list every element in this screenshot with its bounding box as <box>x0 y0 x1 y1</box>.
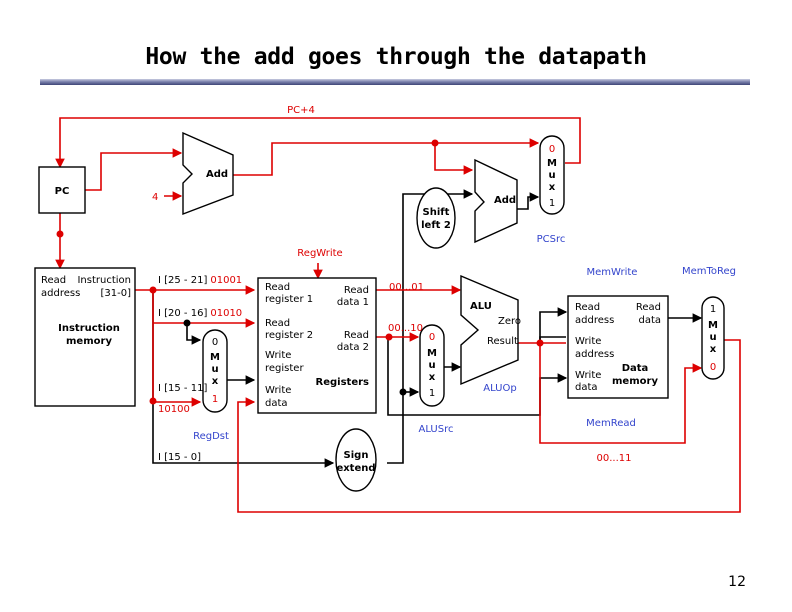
shift-left-line1: Shift <box>423 207 450 218</box>
svg-text:M: M <box>547 158 557 169</box>
reg-write-data-a: Write <box>265 385 291 396</box>
dmem-write-data-1: Write <box>575 370 601 381</box>
imem-instruction-2: [31-0] <box>101 288 132 299</box>
imem-name-1: Instruction <box>58 323 120 334</box>
pc-adder-label: Add <box>206 169 228 180</box>
title-underline <box>40 79 750 85</box>
memtoreg-mux-input-1: 1 <box>710 304 716 315</box>
imem-read-address-2: address <box>41 288 80 299</box>
rd-field-value: 10100 <box>158 404 190 415</box>
regwrite-label: RegWrite <box>297 248 342 259</box>
dmem-read-data-2: data <box>638 315 661 326</box>
alusrc-mux-input-0: 0 <box>429 332 435 343</box>
sign-extend: Sign extend <box>335 428 377 492</box>
reg-read-data-2a: Read <box>344 330 369 341</box>
alusrc-label: ALUSrc <box>419 424 454 435</box>
rs-field: I [25 - 21]01001 <box>158 275 242 286</box>
rt-field: I [20 - 16]01010 <box>158 308 242 319</box>
regdst-label: RegDst <box>193 431 229 442</box>
sign-extend-line1: Sign <box>344 450 369 461</box>
alu-result-value: 00...11 <box>597 453 632 464</box>
reg-read-data-1a: Read <box>344 285 369 296</box>
svg-text:x: x <box>212 376 219 387</box>
signal-labels: PC+4 4 RegWrite PCSrc RegDst ALUSrc ALUO… <box>152 105 736 442</box>
svg-text:x: x <box>429 372 436 383</box>
data-memory: Read address Write address Write data Re… <box>567 295 669 399</box>
pc-register: PC <box>38 166 86 214</box>
dmem-name-2: memory <box>612 376 658 387</box>
aluop-label: ALUOp <box>483 383 516 394</box>
rd-field-label: I [15 - 11] <box>158 383 207 394</box>
reg-name: Registers <box>316 377 370 388</box>
reg-read-register-2b: register 2 <box>265 330 313 341</box>
svg-text:x: x <box>549 182 556 193</box>
reg-write-register-a: Write <box>265 350 291 361</box>
pc-mux-input-1: 1 <box>549 198 555 209</box>
svg-text:M: M <box>427 348 437 359</box>
reg-write-data-b: data <box>265 398 288 409</box>
branch-adder-label: Add <box>494 195 516 206</box>
register-file: Read register 1 Read register 2 Write re… <box>257 277 377 414</box>
data-value-labels: 00...01 00...10 00...11 <box>388 282 632 464</box>
imem-name-2: memory <box>66 336 112 347</box>
reg-read-data-1b: data 1 <box>337 297 369 308</box>
page-number: 12 <box>728 574 746 590</box>
active-wires <box>55 117 741 513</box>
svg-text:u: u <box>211 364 218 375</box>
alu-zero-label: Zero <box>498 316 521 327</box>
imm-field-label: I [15 - 0] <box>158 452 201 463</box>
regdst-mux-input-1: 1 <box>212 394 218 405</box>
pc-mux-input-0: 0 <box>549 144 555 155</box>
reg-read-register-1a: Read <box>265 282 290 293</box>
memtoreg-mux-input-0: 0 <box>710 362 716 373</box>
shift-left-2: Shift left 2 <box>416 187 456 249</box>
dmem-read-address-2: address <box>575 315 614 326</box>
svg-text:u: u <box>428 360 435 371</box>
reg-read-data-2b: data 2 <box>337 342 369 353</box>
alu-label: ALU <box>470 301 492 312</box>
constant-4-label: 4 <box>152 192 158 203</box>
dmem-name-1: Data <box>622 363 649 374</box>
branch-adder: Add <box>474 158 518 244</box>
memwrite-label: MemWrite <box>587 267 638 278</box>
dmem-write-address-2: address <box>575 349 614 360</box>
regdst-mux: 0 M u x 1 <box>202 329 228 413</box>
pc-label: PC <box>55 186 70 197</box>
reg-read-register-1b: register 1 <box>265 294 313 305</box>
memtoreg-label: MemToReg <box>682 266 736 277</box>
reg-read-register-2a: Read <box>265 318 290 329</box>
regdst-mux-input-0: 0 <box>212 337 218 348</box>
svg-text:M: M <box>708 320 718 331</box>
reg-write-register-b: register <box>265 363 304 374</box>
pcsrc-label: PCSrc <box>537 234 566 245</box>
slide-title: How the add goes through the datapath <box>145 44 647 70</box>
svg-text:x: x <box>710 344 717 355</box>
shift-left-line2: left 2 <box>421 220 451 231</box>
instruction-field-labels: I [25 - 21]01001 I [20 - 16]01010 I [15 … <box>158 275 242 463</box>
dmem-read-address-1: Read <box>575 302 600 313</box>
dmem-read-data-1: Read <box>636 302 661 313</box>
svg-text:M: M <box>210 352 220 363</box>
alusrc-mux: 0 M u x 1 <box>419 324 445 407</box>
alu: ALU Zero Result <box>460 274 521 386</box>
svg-text:u: u <box>709 332 716 343</box>
instruction-memory: Read address Instruction [31-0] Instruct… <box>34 267 136 407</box>
pc-mux: 0 M u x 1 <box>539 135 565 215</box>
pc-adder: Add <box>182 131 234 216</box>
junction-dots <box>56 139 544 405</box>
read-data-1-value: 00...01 <box>389 282 424 293</box>
alusrc-mux-input-1: 1 <box>429 388 435 399</box>
dmem-write-data-2: data <box>575 382 598 393</box>
dmem-write-address-1: Write <box>575 336 601 347</box>
read-data-2-value: 00...10 <box>388 323 423 334</box>
memtoreg-mux: 1 M u x 0 <box>701 296 725 380</box>
memread-label: MemRead <box>586 418 636 429</box>
imem-read-address-1: Read <box>41 275 66 286</box>
pc-plus-4-label: PC+4 <box>287 105 315 116</box>
svg-text:u: u <box>548 170 555 181</box>
sign-extend-line2: extend <box>336 463 375 474</box>
imem-instruction-1: Instruction <box>77 275 131 286</box>
alu-result-label: Result <box>487 336 518 347</box>
